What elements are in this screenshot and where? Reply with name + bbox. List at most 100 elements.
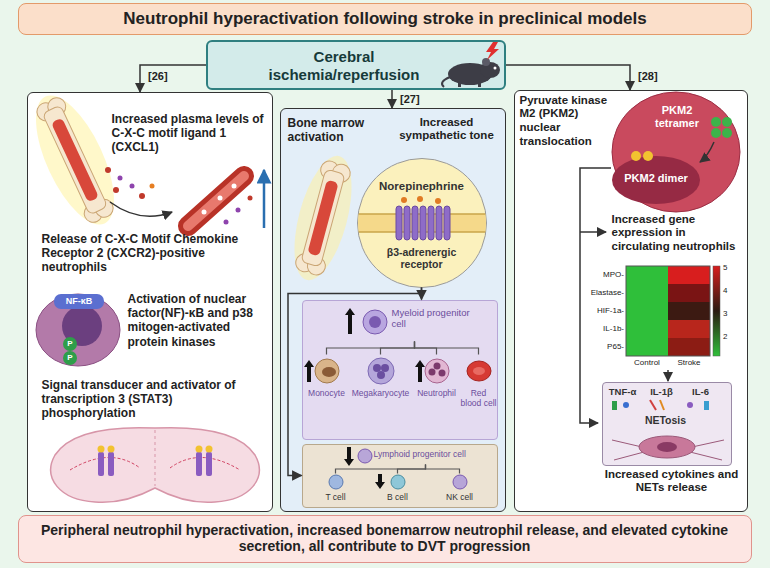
- lineage-line: [398, 465, 426, 474]
- bone-illustration-part: [300, 169, 344, 267]
- left-panel-illustration-part: [63, 337, 77, 351]
- label-slot: MPO-: [582, 270, 624, 280]
- label-slot: 2: [723, 332, 737, 342]
- myeloid-illustration-part: [315, 359, 339, 383]
- mouse-illustration-part: [486, 42, 499, 60]
- bone-illustration: [283, 149, 362, 285]
- cell-node: Myeloid progenitor cell: [356, 304, 474, 342]
- lymphoid-illustration-part: [344, 447, 354, 466]
- label-slot: NF-κB: [54, 296, 104, 307]
- label-slot: HIF-1a-: [582, 306, 624, 316]
- left-panel-illustration-part: [188, 176, 244, 226]
- right-panel-illustration-part: [626, 266, 710, 356]
- right-panel-illustration-part: [722, 117, 732, 127]
- node-text: Bone marrow activation: [288, 116, 380, 145]
- text-slot: Myeloid progenitor cell: [392, 307, 472, 330]
- label-slot: P65-: [582, 342, 624, 352]
- right-panel-illustration-part: [668, 320, 710, 338]
- arrow-connector: [288, 288, 422, 476]
- study-panel: Increased plasma levels of C-X-C motif l…: [27, 92, 273, 512]
- figure-label: P65-: [582, 342, 624, 352]
- left-panel-illustration-part: [98, 452, 104, 476]
- figure-label: PKM2 dimer: [618, 172, 694, 185]
- text-slot: Increased gene expression in circulating…: [612, 213, 744, 254]
- node-text: T cell: [316, 492, 356, 502]
- node-text: Peripheral neutrophil hyperactivation, i…: [30, 522, 740, 556]
- node-text: NETosis: [636, 414, 696, 427]
- left-panel-illustration-part: [170, 457, 240, 470]
- text-slot: Release of C-X-C Motif Chemokine Recepto…: [42, 232, 268, 275]
- cell-node: Monocyte: [304, 355, 350, 435]
- myeloid-illustration-part: [415, 360, 425, 382]
- left-panel-illustration-part: [154, 430, 155, 486]
- text-slot: B cell: [378, 492, 418, 502]
- bone-illustration-part: [283, 149, 362, 285]
- text-slot: TNF-α: [605, 386, 641, 397]
- left-panel-illustration-part: [149, 183, 154, 188]
- node-text: Increased plasma levels of C-X-C motif l…: [112, 112, 270, 155]
- text-slot: NETosis: [636, 414, 696, 427]
- text-slot: T cell: [316, 492, 356, 502]
- label-slot: Stroke: [668, 358, 710, 368]
- right-panel-illustration-part: [668, 338, 710, 356]
- lineage-line: [327, 342, 415, 355]
- cell-node: Red blood cell: [460, 355, 498, 435]
- right-panel-illustration-part: [700, 142, 714, 162]
- netosis-illustration-part: [704, 401, 709, 410]
- mouse-illustration-part: [442, 77, 450, 87]
- receptor-illustration-part: [417, 196, 423, 202]
- node-text: Activation of nuclear factor(NF)-κB and …: [128, 292, 268, 350]
- lymphoid-box: Lymphoid progenitor cell T cell B cell NK c…: [302, 444, 498, 508]
- cell-node: NK cell: [440, 474, 480, 506]
- netosis-illustration-part: [692, 440, 724, 447]
- cell-node: Neutrophil: [414, 355, 460, 435]
- figure-label: HIF-1a-: [582, 306, 624, 316]
- left-panel-illustration-part: [129, 183, 134, 188]
- netosis-illustration-part: [690, 452, 722, 460]
- node-text: TNF-α: [605, 386, 641, 397]
- label-slot: Elastase-: [582, 288, 624, 298]
- text-slot: Monocyte: [304, 388, 350, 398]
- right-panel-illustration-part: [722, 128, 732, 138]
- citation-label: [26]: [146, 70, 170, 83]
- receptor-illustration-part: [404, 206, 410, 240]
- bone-illustration: [20, 84, 130, 235]
- figure-label: 2: [723, 332, 737, 342]
- netosis-illustration-part: [687, 402, 693, 408]
- figure-label: 3: [723, 309, 737, 319]
- node-text: Cerebral ischemia/reperfusion: [248, 48, 440, 84]
- text-slot: Increased sympathetic tone: [392, 116, 502, 144]
- text-slot: Bone marrow activation: [288, 116, 380, 145]
- netosis-illustration-part: [623, 402, 629, 408]
- bone-illustration-part: [50, 117, 98, 202]
- text-slot: Megakaryocyte: [350, 388, 412, 398]
- node-text: Increased sympathetic tone: [392, 116, 502, 144]
- left-panel-illustration-part: [247, 195, 252, 200]
- node-text: Pyruvate kinase M2 (PKM2) nuclear transl…: [520, 94, 610, 149]
- bone-illustration-part: [20, 84, 130, 235]
- figure-label: Elastase-: [582, 288, 624, 298]
- node-text: β3-adrenergic receptor: [372, 246, 472, 271]
- netosis-illustration-part: [639, 436, 695, 458]
- lineage-line: [381, 342, 415, 355]
- lymphoid-illustration-part: [329, 475, 343, 489]
- node-text: Signal transducer and activator of trans…: [42, 378, 268, 421]
- receptor-illustration-part: [396, 206, 402, 240]
- myeloid-illustration-part: [473, 367, 485, 375]
- cell-node: Lymphoid progenitor cell: [356, 447, 496, 465]
- node-text: IL-6: [684, 386, 718, 397]
- arrow-connector: [421, 288, 423, 300]
- right-panel-illustration-part: [668, 302, 710, 320]
- netosis-illustration-part: [614, 452, 644, 460]
- lymphoid-illustration-part: [391, 475, 405, 489]
- label-slot: P: [63, 339, 77, 349]
- citation-label: [28]: [636, 70, 660, 83]
- receptor-illustration-part: [435, 198, 441, 204]
- myeloid-illustration-part: [433, 362, 440, 369]
- left-panel-illustration-part: [110, 202, 172, 216]
- left-panel-illustration-part: [195, 445, 202, 452]
- study-panel: Bone marrow activation Increased sympathe…: [280, 108, 506, 512]
- receptor-illustration-part: [444, 206, 450, 240]
- mouse-illustration-part: [494, 67, 497, 70]
- left-panel-illustration-part: [97, 445, 104, 452]
